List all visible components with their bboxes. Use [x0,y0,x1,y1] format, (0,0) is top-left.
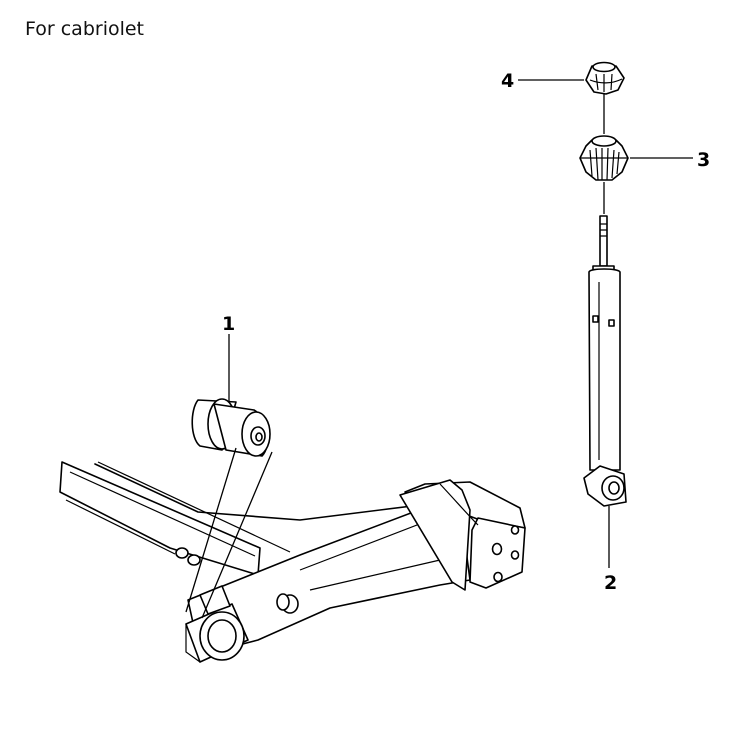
shock-absorber [583,215,627,507]
rubber-stop-cap [585,61,625,134]
leader-lines [228,79,693,568]
rear-axle-beam [59,461,526,663]
callout-4: 4 [501,70,514,92]
callout-3: 3 [697,149,710,171]
diagram-caption: For cabriolet [25,18,145,40]
callout-1: 1 [222,313,235,335]
axle-bush [185,398,273,619]
bump-stop [579,135,629,214]
callout-2: 2 [604,572,617,594]
